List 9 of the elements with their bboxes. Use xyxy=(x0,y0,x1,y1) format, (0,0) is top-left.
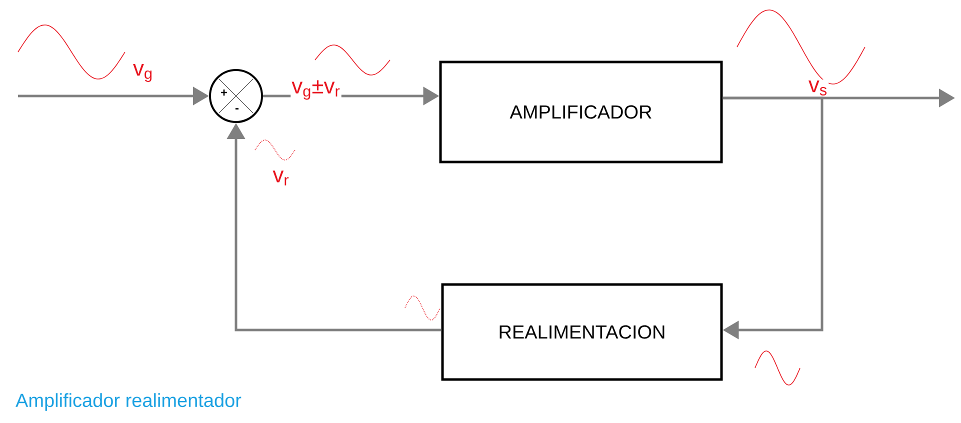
process-box: REALIMENTACION xyxy=(441,283,723,381)
arrow xyxy=(722,96,824,340)
edge-label: v$_{s}$ xyxy=(807,80,829,96)
edge-label: v$_{r}$ xyxy=(272,170,290,186)
edge-label: v$_{g}$ xyxy=(132,63,154,83)
summing-junction: + - xyxy=(209,69,263,123)
edge-label: v$_{g}$±v$_{r}$ xyxy=(290,79,342,101)
caption: Amplificador realimentador xyxy=(16,393,242,411)
process-box: AMPLIFICADOR xyxy=(439,60,723,164)
